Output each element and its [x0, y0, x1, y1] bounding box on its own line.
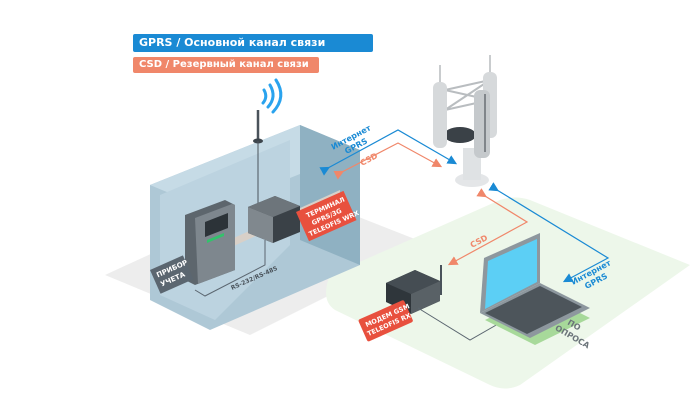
laptop — [480, 233, 590, 345]
terminal-device — [248, 196, 300, 243]
cell-tower — [433, 55, 497, 187]
legend-gprs-badge: GPRS / Основной канал связи — [133, 34, 373, 52]
link-tower-laptop-gprs — [488, 182, 610, 283]
terminal-label: ТЕРМИНАЛ GPRS/3G TELEOFIS WRX — [296, 190, 360, 242]
link-site-tower-csd — [333, 142, 443, 180]
link-site-tower-gprs — [319, 129, 458, 176]
meter-device — [185, 200, 235, 285]
legend-csd-badge: CSD / Резервный канал связи — [133, 57, 319, 73]
wifi-signal-icon — [261, 78, 283, 114]
